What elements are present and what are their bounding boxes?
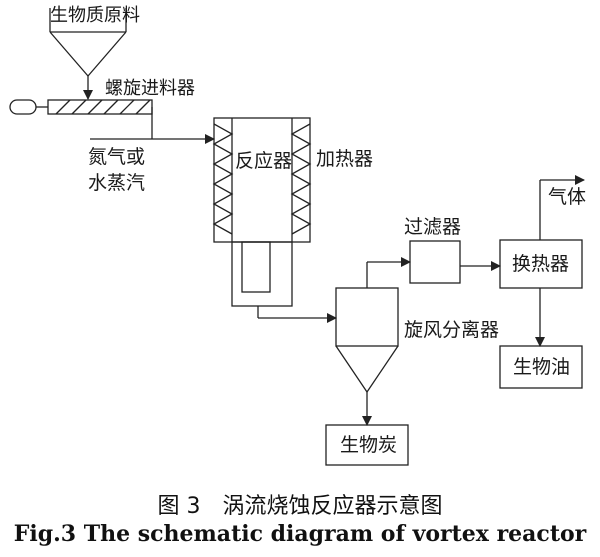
heater-coil-left xyxy=(212,123,234,235)
carrier-gas-label-2: 水蒸汽 xyxy=(88,172,146,194)
carrier-gas-label: 氮气或 xyxy=(88,146,146,168)
heat-exchanger xyxy=(499,175,585,347)
reactor-schematic xyxy=(9,8,585,466)
heat-exchanger-label: 换热器 xyxy=(512,253,570,275)
reactor xyxy=(212,117,337,323)
feed-hopper xyxy=(49,8,127,100)
biochar-box xyxy=(325,424,409,466)
figure-caption-en: Fig.3 The schematic diagram of vortex re… xyxy=(13,521,587,547)
cyclone-separator xyxy=(335,257,411,426)
heater-label: 加热器 xyxy=(316,148,374,170)
reactor-label: 反应器 xyxy=(235,150,293,172)
cyclone-label: 旋风分离器 xyxy=(404,319,500,341)
biomass-feed-label: 生物质原料 xyxy=(50,5,140,26)
heater-coil-right xyxy=(290,123,312,235)
gas-label: 气体 xyxy=(548,186,587,208)
screw-feeder-label: 螺旋进料器 xyxy=(105,78,195,99)
figure-caption-zh: 图 3 涡流烧蚀反应器示意图 xyxy=(157,494,443,519)
bio-oil-box xyxy=(499,345,583,389)
bio-oil-label: 生物油 xyxy=(513,356,571,378)
screw-feeder xyxy=(9,99,153,139)
filter xyxy=(409,240,501,284)
biochar-label: 生物炭 xyxy=(340,434,398,456)
filter-label: 过滤器 xyxy=(404,216,462,238)
